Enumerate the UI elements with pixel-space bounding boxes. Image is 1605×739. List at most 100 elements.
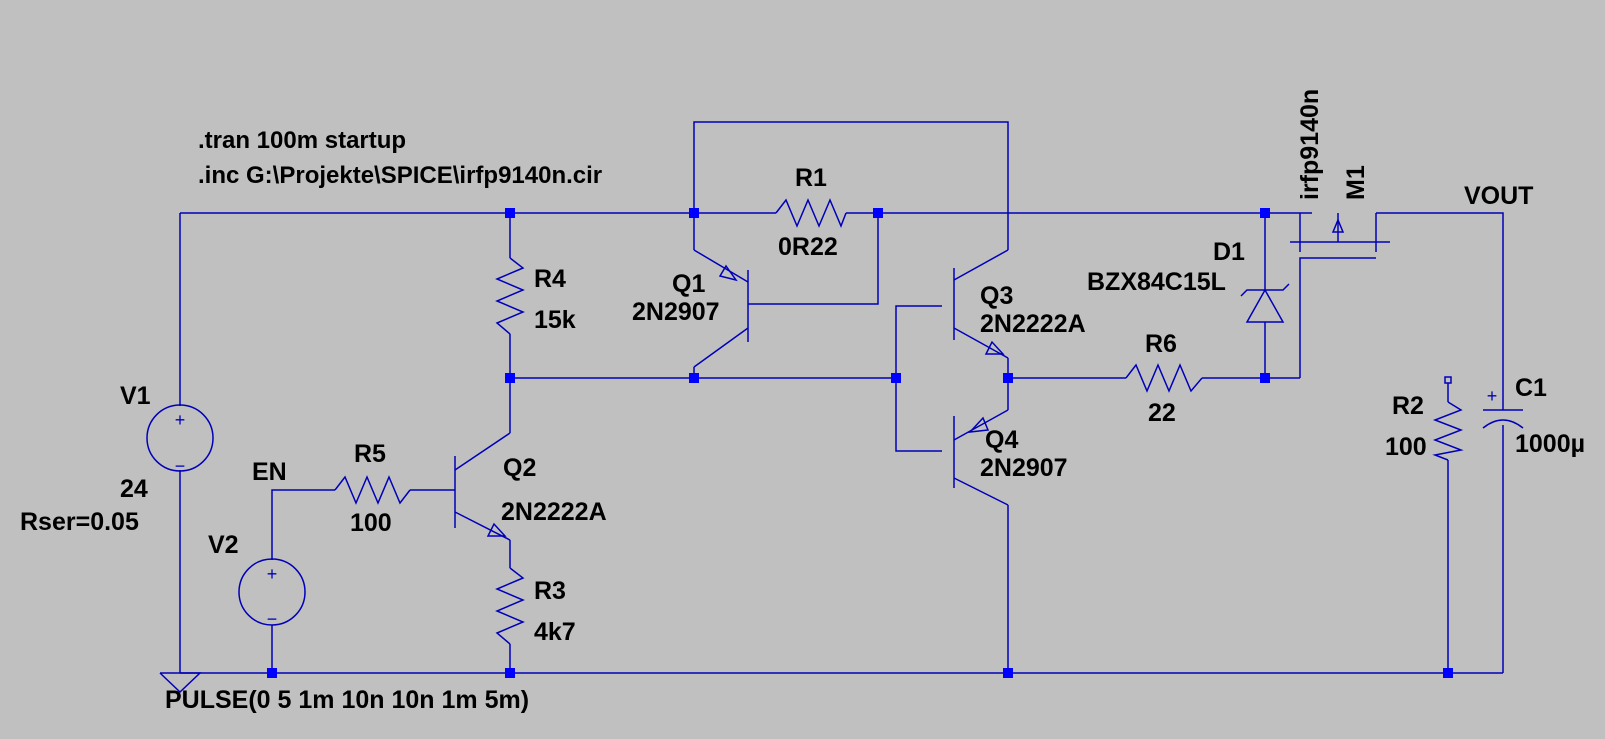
q2-collector — [454, 432, 511, 471]
wire — [1376, 212, 1504, 410]
q1-name: Q1 — [672, 270, 705, 298]
junction — [505, 208, 515, 218]
q1-model: 2N2907 — [632, 298, 720, 326]
q3-emitter — [953, 327, 1009, 359]
junction — [1443, 668, 1453, 678]
v2-source: + − V2 PULSE(0 5 1m 10n 10n 1m 5m) — [165, 531, 529, 714]
junction — [505, 373, 515, 383]
r3-resistor: R3 4k7 — [495, 567, 576, 646]
q1-arrow — [718, 264, 738, 282]
junction — [873, 208, 883, 218]
r3-symbol — [495, 567, 525, 645]
junction — [505, 668, 515, 678]
d1-bar — [1240, 283, 1290, 297]
net-label-vout: VOUT — [1464, 182, 1533, 210]
q2-arrow — [486, 522, 507, 537]
spice-directive-tran: .tran 100m startup — [198, 127, 406, 154]
junction — [1003, 668, 1013, 678]
wire — [895, 305, 942, 452]
m1-model: irfp9140n — [1296, 89, 1324, 200]
r6-resistor: R6 22 — [1125, 330, 1203, 427]
v2-plus: + — [267, 564, 278, 584]
r3-name: R3 — [534, 577, 566, 605]
v1-minus: − — [175, 456, 186, 476]
v1-plus: + — [175, 410, 186, 430]
spice-directive-inc: .inc G:\Projekte\SPICE\irfp9140n.cir — [198, 162, 602, 189]
wire — [1299, 257, 1376, 378]
junctions — [267, 208, 1453, 678]
d1-model: BZX84C15L — [1087, 268, 1226, 296]
r6-name: R6 — [1145, 330, 1177, 358]
v1-value: 24 — [120, 475, 148, 503]
d1-name: D1 — [1213, 238, 1245, 266]
c1-name: C1 — [1515, 374, 1547, 402]
q3-name: Q3 — [980, 282, 1013, 310]
r5-value: 100 — [350, 509, 392, 537]
q1-emitter — [693, 249, 749, 283]
junction — [689, 373, 699, 383]
r1-value: 0R22 — [778, 233, 838, 261]
q4-arrow — [968, 416, 990, 433]
r2-resistor: R2 100 — [1385, 376, 1464, 461]
v1-symbol — [146, 404, 214, 472]
r1-symbol — [775, 198, 847, 229]
m1-mosfet: M1 irfp9140n — [1290, 89, 1390, 252]
r2-value: 100 — [1385, 433, 1427, 461]
junction — [689, 208, 699, 218]
c1-plus: + — [1487, 386, 1498, 406]
m1-name: M1 — [1342, 165, 1370, 200]
junction — [1003, 373, 1013, 383]
ground-symbol — [159, 672, 202, 694]
v1-rser: Rser=0.05 — [20, 508, 139, 536]
d1-triangle — [1245, 288, 1285, 323]
r4-name: R4 — [534, 265, 566, 293]
wire — [748, 213, 879, 305]
net-label-en: EN — [252, 458, 287, 486]
junction — [891, 373, 901, 383]
c1-capacitor: + C1 1000µ — [1482, 374, 1585, 458]
r2-terminal — [1444, 376, 1452, 384]
wire — [693, 121, 1009, 250]
q3-arrow — [984, 340, 1005, 355]
v1-source: + − V1 24 Rser=0.05 — [20, 382, 214, 536]
q1-collector — [693, 327, 749, 368]
r2-symbol — [1432, 401, 1464, 461]
q4-emitter — [953, 409, 1009, 441]
r5-name: R5 — [354, 440, 386, 468]
junction — [1260, 373, 1270, 383]
d1-zener: D1 BZX84C15L — [1087, 238, 1290, 323]
r4-symbol — [495, 257, 525, 335]
v2-symbol — [238, 558, 306, 626]
r2-name: R2 — [1392, 392, 1424, 420]
v1-name: V1 — [120, 382, 151, 410]
r6-symbol — [1125, 363, 1203, 393]
q1-transistor: Q1 2N2907 — [632, 249, 749, 368]
r5-resistor: R5 100 — [334, 440, 411, 537]
q4-model: 2N2907 — [980, 454, 1068, 482]
v2-value: PULSE(0 5 1m 10n 10n 1m 5m) — [165, 686, 529, 714]
q3-collector — [953, 249, 1009, 281]
r1-resistor: R1 0R22 — [775, 164, 847, 261]
q4-collector — [953, 477, 1009, 506]
r3-value: 4k7 — [534, 618, 576, 646]
ground-icon — [159, 672, 202, 694]
c1-plate-bottom — [1482, 419, 1524, 429]
q3-model: 2N2222A — [980, 310, 1086, 338]
v2-name: V2 — [208, 531, 239, 559]
r6-value: 22 — [1148, 399, 1176, 427]
q2-model: 2N2222A — [501, 498, 607, 526]
r1-name: R1 — [795, 164, 827, 192]
m1-arrow — [1331, 218, 1345, 233]
v2-minus: − — [267, 609, 278, 629]
q2-name: Q2 — [503, 454, 536, 482]
q4-name: Q4 — [985, 426, 1018, 454]
r4-value: 15k — [534, 306, 576, 334]
q2-transistor: Q2 2N2222A — [454, 432, 607, 541]
c1-value: 1000µ — [1515, 430, 1585, 458]
q4-transistor: Q4 2N2907 — [953, 409, 1068, 506]
q3-transistor: Q3 2N2222A — [953, 249, 1086, 359]
wire — [271, 489, 335, 560]
junction — [267, 668, 277, 678]
r5-symbol — [334, 475, 411, 505]
